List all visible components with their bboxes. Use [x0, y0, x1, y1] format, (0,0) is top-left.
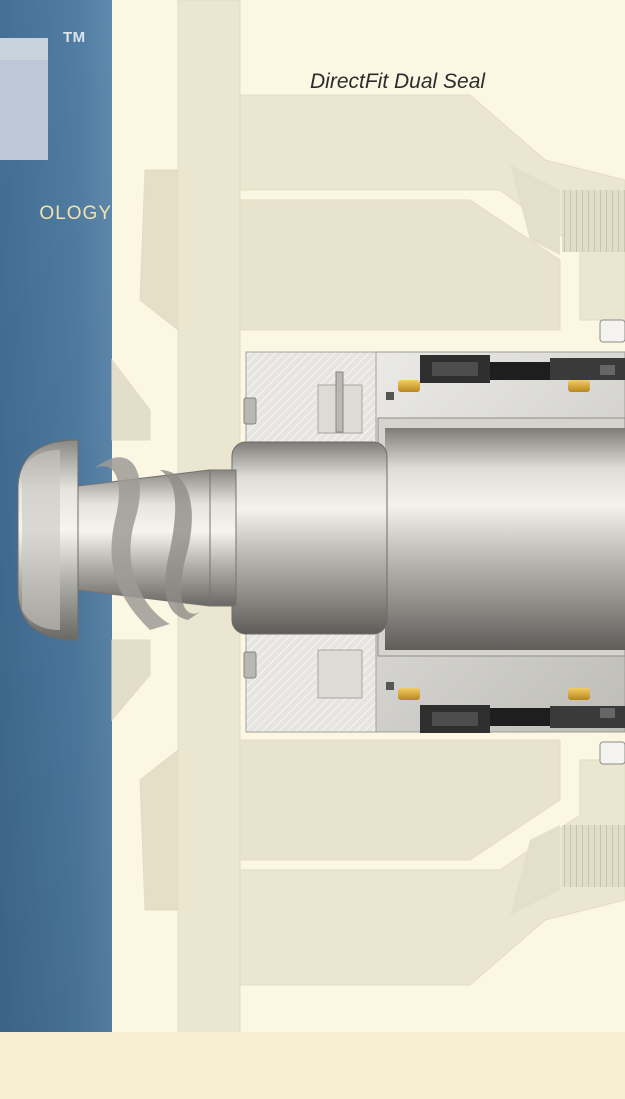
seal-assembly-top [386, 355, 625, 400]
housing-bolt-bottom [510, 825, 625, 915]
retaining-clips [243, 397, 257, 679]
footer-band [0, 1032, 625, 1099]
seal-assembly-bottom [386, 682, 625, 733]
product-title: DirectFit Dual Seal [310, 70, 486, 93]
trademark-symbol: TM [63, 29, 86, 46]
logo-letter-mark [0, 38, 48, 160]
band-caption: OLOGY [39, 203, 112, 224]
housing-bolt-top [510, 165, 625, 255]
pump-shaft [17, 428, 625, 650]
